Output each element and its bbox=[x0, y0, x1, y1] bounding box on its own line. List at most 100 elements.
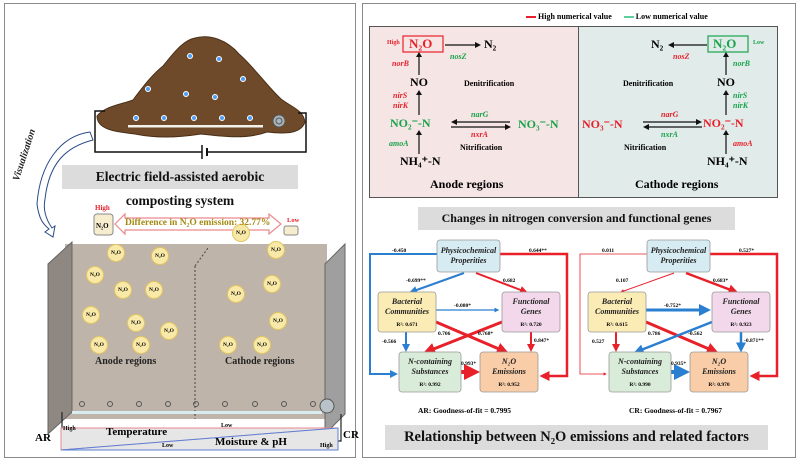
cathode-amoA: amoA bbox=[733, 139, 753, 148]
n2o-bubble: N₂O bbox=[127, 314, 145, 332]
moisture-ph-label: Moisture & pH bbox=[215, 436, 287, 448]
cathode-n2o-highlight bbox=[707, 35, 749, 53]
cathode-narG: narG bbox=[661, 110, 679, 119]
left-panel-graphics bbox=[36, 36, 346, 451]
coef-bact-func: -0.080* bbox=[454, 303, 471, 309]
cathode-pathway-box: N₂ N₂O Low nosZ norB Denitrification NO … bbox=[579, 26, 778, 198]
node-label: Functional bbox=[512, 297, 551, 306]
nitrogen-caption: Changes in nitrogen conversion and funct… bbox=[418, 207, 735, 230]
path-phys-to-func bbox=[685, 271, 739, 295]
path-func-to-ncont bbox=[423, 320, 503, 355]
node-label: N₂O bbox=[711, 357, 727, 366]
node-r2: R²: 0.970 bbox=[708, 382, 729, 388]
cathode-denitrification: Denitrification bbox=[623, 79, 674, 88]
reactor-blower-icon bbox=[319, 398, 335, 414]
cathode-n2: N₂ bbox=[651, 37, 664, 51]
anode-nirS: nirS bbox=[393, 91, 408, 100]
cathode-title: Cathode regions bbox=[635, 177, 719, 191]
path-bact-to-n2o bbox=[435, 320, 509, 354]
anode-n2: N₂ bbox=[484, 37, 497, 51]
coef-phys-n2o: 0.527* bbox=[739, 248, 754, 254]
cathode-nh4: NH₄⁺-N bbox=[707, 154, 748, 168]
coef-phys-n2o: 0.644** bbox=[529, 248, 547, 254]
cathode-nitrification: Nitrification bbox=[624, 143, 667, 152]
anode-n2o: N₂O bbox=[409, 36, 433, 51]
right-panel: High numerical value Low numerical value… bbox=[362, 3, 796, 458]
node-label: Functional bbox=[722, 297, 761, 306]
air-bubbles bbox=[133, 53, 253, 121]
low-bin-label: Low bbox=[287, 217, 300, 224]
anode-pathway-box: High N₂O N₂ nosZ norB NO Denitrification… bbox=[369, 26, 579, 198]
legend-low-label: Low numerical value bbox=[635, 12, 708, 21]
anode-title: Anode regions bbox=[430, 177, 504, 191]
n2o-bubble: N₂O bbox=[160, 322, 178, 340]
coef-func-ncont: -0.562 bbox=[688, 331, 702, 337]
temperature-label: Temperature bbox=[106, 426, 168, 438]
legend: High numerical value Low numerical value bbox=[526, 12, 708, 21]
node-r2: R²: 0.671 bbox=[396, 322, 417, 328]
node-r2: R²: 0.992 bbox=[419, 382, 440, 388]
n2o-bubble: N₂O bbox=[253, 336, 271, 354]
n2o-bubble: N₂O bbox=[86, 266, 104, 284]
coef-phys-func: 0.682 bbox=[503, 278, 516, 284]
coef-phys-ncont: -0.450 bbox=[392, 248, 406, 254]
coef-func-n2o: -0.871** bbox=[744, 338, 764, 344]
anode-nxrA: nxrA bbox=[471, 130, 488, 139]
difference-text: Difference in N₂O emission: 32.77% bbox=[125, 218, 271, 228]
anode-norB: norB bbox=[392, 59, 409, 68]
temp-low: Low bbox=[221, 423, 233, 429]
cr-fit: CR: Goodness-of-fit = 0.7967 bbox=[629, 406, 723, 415]
n2o-bubble: N₂O bbox=[227, 285, 245, 303]
n2o-bubble: N₂O bbox=[132, 336, 150, 354]
node-label: N-containing bbox=[407, 357, 452, 366]
cathode-nirS: nirS bbox=[733, 91, 748, 100]
anode-narG: narG bbox=[471, 110, 489, 119]
path-bact-to-n2o bbox=[645, 320, 719, 354]
anode-plate bbox=[47, 240, 73, 436]
node-r2: R²: 0.615 bbox=[606, 322, 627, 328]
compost-pile bbox=[96, 36, 306, 138]
coef-phys-ncont: 0.011 bbox=[602, 248, 614, 254]
cathode-region-label: Cathode regions bbox=[225, 356, 295, 367]
node-label: Emissions bbox=[491, 367, 526, 376]
coef-phys-bact: -0.699** bbox=[406, 278, 426, 284]
visualization-arrow bbox=[36, 131, 94, 238]
path-phys-to-n2o bbox=[710, 252, 779, 381]
node-label: Bacterial bbox=[601, 297, 633, 306]
node-label: Substances bbox=[622, 367, 659, 376]
moist-low: Low bbox=[162, 443, 174, 449]
anode-amoA: amoA bbox=[389, 139, 409, 148]
node-r2: R²: 0.923 bbox=[730, 322, 751, 328]
coef-bact-ncont: -0.566 bbox=[382, 339, 396, 345]
n2o-bubble: N₂O bbox=[145, 281, 163, 299]
cathode-no3: NO₃⁻-N bbox=[582, 117, 623, 131]
legend-low-swatch bbox=[623, 16, 634, 19]
cathode-no2: NO₂⁻-N bbox=[703, 116, 744, 130]
coef-bact-func: -0.752* bbox=[664, 303, 681, 309]
path-phys-to-func bbox=[475, 272, 528, 294]
aeration-pipe bbox=[128, 125, 263, 128]
node-label: Properities bbox=[451, 256, 487, 265]
path-phys-to-n2o bbox=[500, 252, 569, 381]
node-r2: R²: 0.990 bbox=[629, 382, 650, 388]
n2o-bubble: N₂O bbox=[232, 224, 250, 242]
node-label: Bacterial bbox=[391, 297, 423, 306]
node-label: Communities bbox=[595, 307, 639, 316]
n2o-bubble: N₂O bbox=[151, 247, 169, 265]
sem-caption: Relationship between N₂O emissions and r… bbox=[385, 425, 768, 450]
legend-high-label: High numerical value bbox=[538, 12, 612, 21]
reactor-body bbox=[65, 244, 327, 419]
high-bin-label: High bbox=[95, 204, 110, 212]
coef-phys-bact: 0.107 bbox=[616, 278, 629, 284]
node-label: N-containing bbox=[617, 357, 662, 366]
path-phys-to-ncont bbox=[579, 253, 647, 376]
